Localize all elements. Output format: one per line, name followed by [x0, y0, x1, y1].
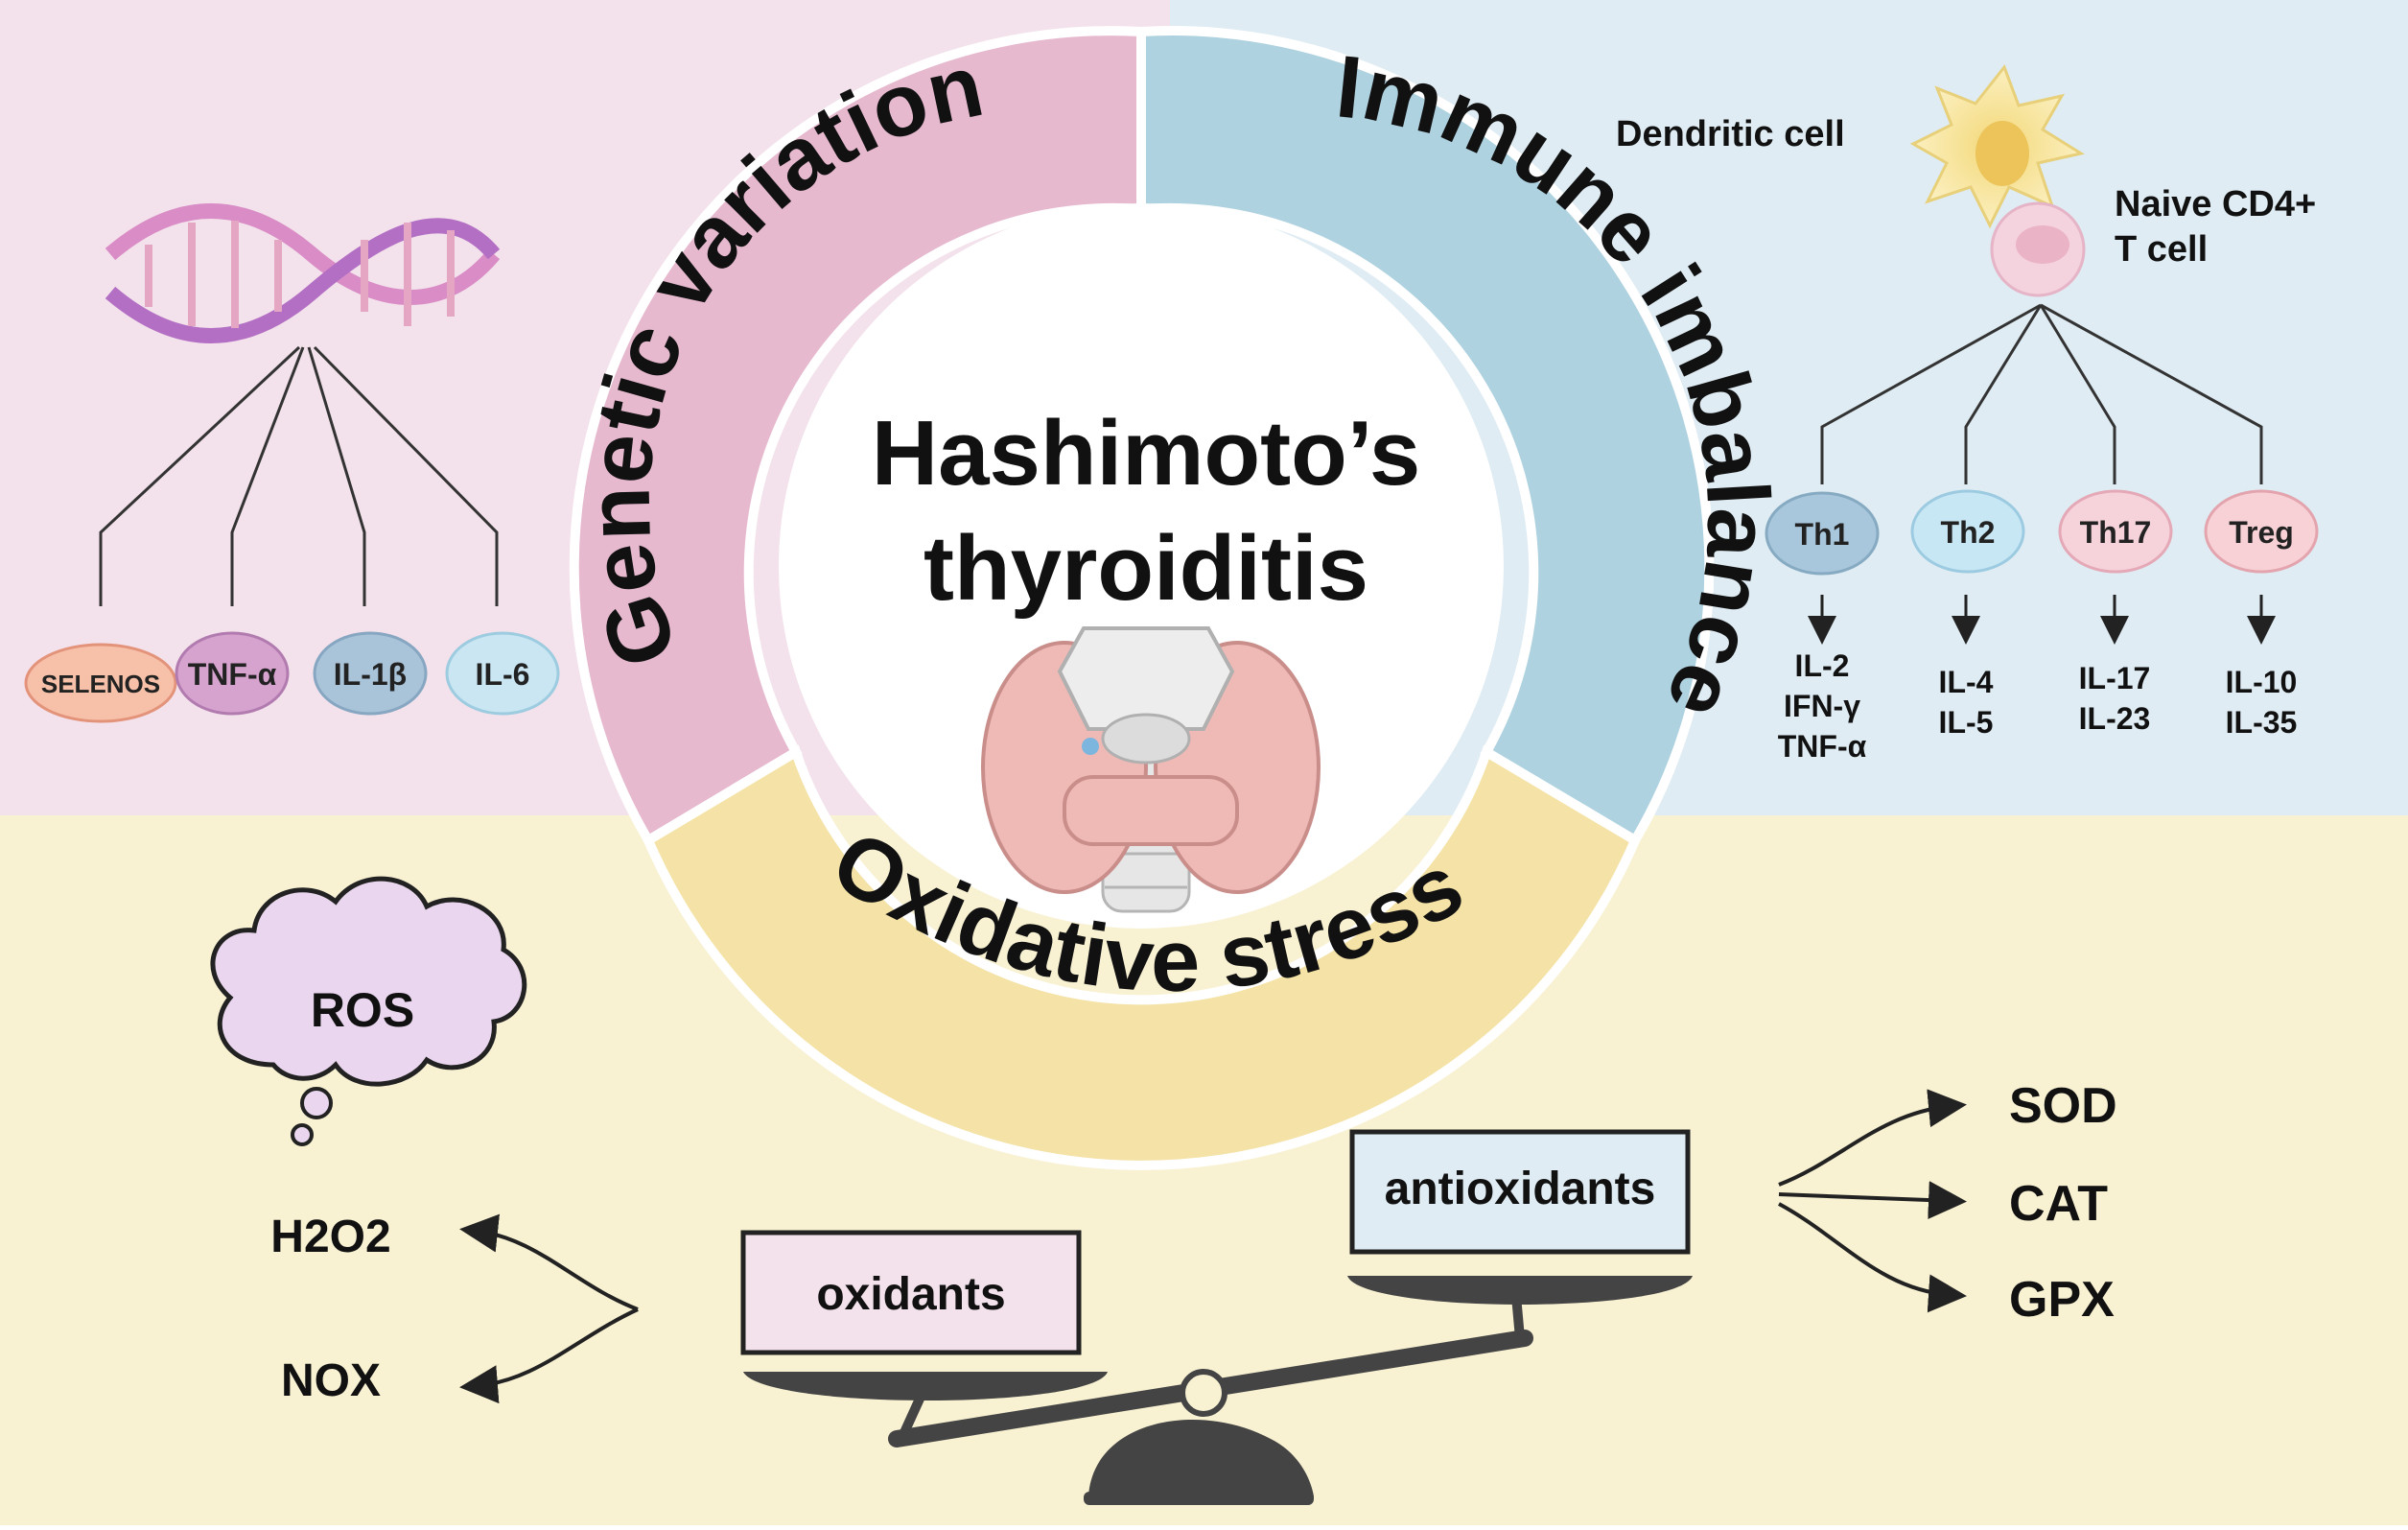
naive-cd4-label-line2: T cell — [2115, 229, 2208, 270]
th2-cytokine: IL-5 — [1939, 705, 1994, 740]
gene-label: TNF-α — [188, 657, 277, 692]
antioxidant-arrows — [1778, 1089, 1967, 1313]
cytokine-arrows — [1808, 595, 2276, 645]
oxidants-box — [740, 1230, 1082, 1355]
enzyme-sod-label: SOD — [2009, 1078, 2117, 1134]
gene-oval-selenos — [24, 643, 177, 723]
ring-segment-oxidative — [642, 744, 1642, 1170]
th1-cytokine: IFN-γ — [1784, 689, 1860, 723]
gene-label: SELENOS — [41, 670, 160, 698]
oxidants-label: oxidants — [816, 1269, 1005, 1320]
th17-cytokine: IL-23 — [2079, 701, 2151, 736]
naive-cd4-label: Naive CD4+ — [2115, 184, 2316, 224]
dendritic-cell-icon — [1909, 63, 2085, 229]
cytokine-lists: IL-2 IFN-γ TNF-α IL-4 IL-5 IL-17 IL-23 I… — [1778, 648, 2298, 764]
treg-cytokine: IL-10 — [2226, 665, 2298, 699]
treg-cell — [2204, 489, 2319, 574]
center-title-line2: thyroiditis — [923, 517, 1368, 620]
enzyme-cat-label: CAT — [2009, 1176, 2108, 1232]
th2-cytokine: IL-4 — [1939, 665, 1994, 699]
gene-oval-il1b — [313, 631, 428, 716]
enzyme-gpx-label: GPX — [2009, 1272, 2115, 1328]
nox-label: NOX — [281, 1355, 381, 1406]
th1-cytokine: TNF-α — [1778, 729, 1867, 764]
th1-cytokine: IL-2 — [1795, 648, 1850, 683]
dendritic-cell-label: Dendritic cell — [1616, 114, 1845, 154]
center-title-line1: Hashimoto’s — [872, 402, 1421, 505]
balance-scale — [743, 1276, 1693, 1505]
center-circle — [779, 203, 1504, 929]
t-cell-connector-lines — [1820, 303, 2263, 484]
th17-label: Th17 — [2080, 515, 2152, 550]
gene-list: SELENOS TNF-α IL-1β IL-6 — [24, 631, 560, 723]
ros-cloud-icon — [210, 876, 527, 1146]
th2-cell — [1910, 489, 2025, 574]
ring-segment-immune — [1136, 26, 1715, 847]
treg-cytokine: IL-35 — [2226, 705, 2298, 740]
thyroid-illustration — [981, 626, 1321, 913]
gene-label: IL-1β — [334, 657, 407, 692]
antioxidants-box — [1349, 1129, 1691, 1255]
h2o2-label: H2O2 — [270, 1212, 390, 1262]
gene-oval-il6 — [445, 631, 560, 716]
oxidant-arrows — [459, 1213, 639, 1404]
gene-connector-lines — [99, 345, 499, 606]
t-cell-subsets: Th1 Th2 Th17 Treg — [1765, 489, 2319, 576]
treg-label: Treg — [2229, 515, 2294, 550]
th2-label: Th2 — [1941, 515, 1996, 550]
antioxidants-label: antioxidants — [1385, 1164, 1656, 1214]
ring-segment-genetic — [569, 26, 1146, 847]
th1-label: Th1 — [1795, 517, 1850, 552]
th1-cell — [1765, 491, 1880, 576]
gene-label: IL-6 — [476, 657, 530, 692]
th17-cytokine: IL-17 — [2079, 661, 2151, 695]
ros-label: ROS — [311, 983, 414, 1037]
gene-oval-tnf — [175, 631, 290, 716]
th17-cell — [2058, 489, 2173, 574]
naive-t-cell-icon — [1990, 201, 2086, 297]
dna-helix-icon — [105, 203, 501, 343]
